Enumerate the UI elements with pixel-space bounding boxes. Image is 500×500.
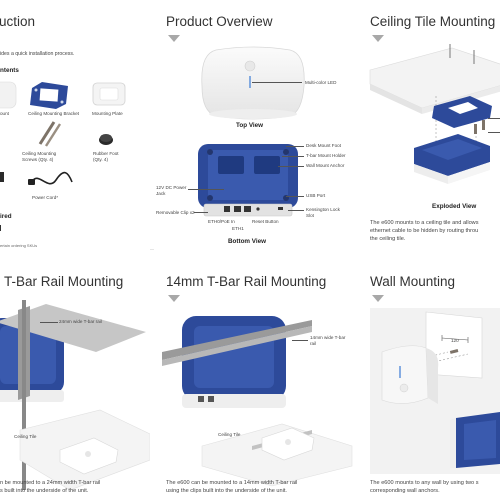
footnote: ertain ordering SKUs: [0, 243, 38, 248]
t-bar-24mm-description: n be mounted to a 24mm width T-bar rail …: [0, 480, 101, 494]
t-bar-rail-mounting-page: T-Bar Rail Mounting 24mm wide T-bar rail…: [0, 250, 150, 500]
item-label: Power Cord*: [32, 195, 59, 200]
t-bar-14mm-mounting-page: 14mm T-Bar Rail Mounting 14mm wide T-bar…: [154, 250, 356, 500]
callout-ceiling-tile: Ceiling Tile: [14, 434, 37, 439]
caret-icon: [168, 35, 180, 42]
required-heading: ired: [0, 213, 12, 220]
callout-multicolor-led: Multi-color LED: [305, 80, 337, 85]
callout-desk-mount-foot: Desk Mount Foot: [306, 143, 341, 148]
page-title: Ceiling Tile Mounting: [370, 14, 496, 29]
screws-image: [38, 121, 62, 147]
ceiling-tile-description: The e600 mounts to a ceiling tile and al…: [370, 220, 479, 242]
callout-t-bar-mount-holder: T-bar Mount Holder: [306, 153, 346, 158]
ceiling-bracket-image: [30, 82, 68, 109]
page-title: Product Overview: [166, 14, 273, 29]
top-view-label: Top View: [236, 122, 264, 129]
callout-rail-label: 24mm wide T-bar rail: [59, 319, 102, 324]
device-top-view: [201, 46, 305, 120]
wall-mounting-description: The e600 mounts to any wall by using two…: [370, 480, 479, 494]
callout-dc-power-jack: 12V DC Power Jack: [156, 185, 187, 196]
caret-icon: [168, 295, 180, 302]
item-label: Ceiling Mounting Bracket: [28, 111, 80, 116]
exploded-view-label: Exploded View: [432, 203, 477, 210]
callout-reset-button: Reset Button: [252, 219, 279, 224]
callout-eth0: ETH0/PoE In: [208, 219, 235, 224]
callout-usb-port: USB Port: [306, 193, 326, 198]
callout-wall-mount-anchor: Wall Mount Anchor: [306, 163, 345, 168]
wall-mounting-page: Wall Mounting 120 The e600 mounts to any…: [356, 250, 500, 500]
caret-icon: [372, 35, 384, 42]
t-bar-14mm-illustration: [162, 316, 353, 487]
t-bar-24mm-illustration: [0, 300, 150, 491]
bottom-view-label: Bottom View: [228, 238, 267, 245]
item-label: Rubber Foot (Qty. 4): [93, 151, 119, 162]
exploded-view-illustration: [369, 44, 500, 184]
intro-text: ides a quick installation process.: [0, 51, 75, 57]
callout-kensington: Kensington Lock Slot: [306, 207, 340, 218]
dimension-label: 120: [451, 338, 459, 343]
power-cord-image: [28, 171, 73, 185]
mounting-plate-image: [92, 82, 126, 106]
page-title: Wall Mounting: [370, 274, 456, 289]
item-label: Mounting Plate: [92, 111, 123, 116]
wall-mounting-illustration: [370, 308, 500, 474]
rubber-foot-image: [99, 134, 113, 145]
page-title: uction: [0, 14, 36, 29]
callout-ceiling-tile: Ceiling Tile: [218, 432, 241, 437]
callout-rail-label: 14mm wide T-bar rail: [310, 335, 346, 346]
item-label: ount: [0, 111, 9, 116]
caret-icon: [372, 295, 384, 302]
page-title: 14mm T-Bar Rail Mounting: [166, 274, 327, 289]
contents-heading: ntents: [0, 67, 19, 74]
t-bar-14mm-description: The e600 can be mounted to a 14mm width …: [166, 480, 298, 494]
device-bottom-view: [198, 144, 298, 217]
partial-image: [0, 172, 4, 182]
callout-removable-clip: Removable Clip x2: [156, 210, 195, 215]
device-image: [0, 81, 17, 109]
page-title: T-Bar Rail Mounting: [4, 274, 124, 289]
callout-eth1: ETH1: [232, 226, 244, 231]
item-label: Ceiling Mounting Screws (Qty. 4): [22, 151, 57, 162]
